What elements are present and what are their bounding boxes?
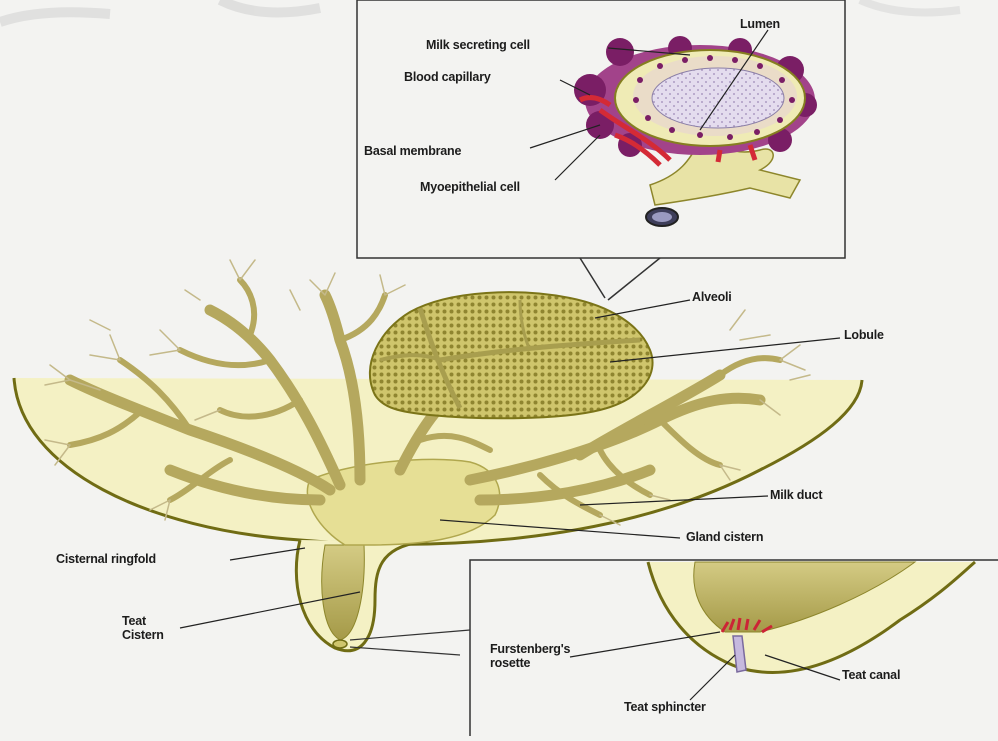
label-alveoli: Alveoli: [692, 290, 732, 304]
label-cisternal-ringfold: Cisternal ringfold: [56, 552, 156, 566]
label-blood-capillary: Blood capillary: [404, 70, 491, 84]
label-lumen: Lumen: [740, 17, 780, 31]
label-teat-canal: Teat canal: [842, 668, 900, 682]
label-milk-secreting-cell: Milk secreting cell: [426, 38, 530, 52]
label-teat-cistern: Teat Cistern: [122, 614, 164, 642]
label-gland-cistern: Gland cistern: [686, 530, 763, 544]
label-basal-membrane: Basal membrane: [364, 144, 461, 158]
label-furstenbergs-rosette: Furstenberg's rosette: [490, 642, 570, 670]
label-milk-duct: Milk duct: [770, 488, 822, 502]
label-teat-sphincter: Teat sphincter: [624, 700, 706, 714]
lobule: [370, 292, 653, 418]
label-lobule: Lobule: [844, 328, 884, 342]
label-myoepithelial-cell: Myoepithelial cell: [420, 180, 520, 194]
